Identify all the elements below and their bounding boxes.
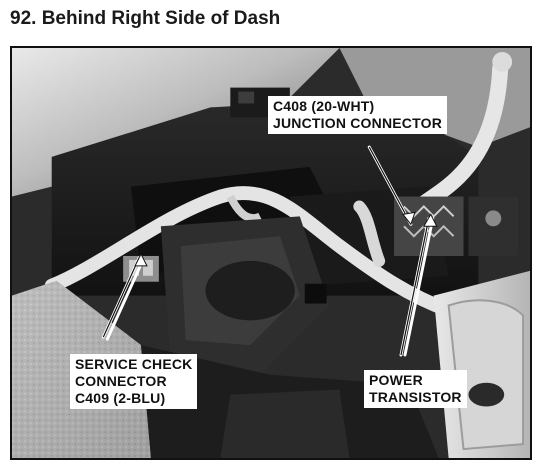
junction-connector-label: JUNCTION CONNECTOR [273, 115, 443, 131]
service-check-connector-callout: SERVICE CHECK CONNECTOR C409 (2-BLU) [70, 354, 198, 409]
service-check-label-1: SERVICE CHECK [75, 356, 193, 372]
dash-photo: C408 (20-WHT) JUNCTION CONNECTOR SERVICE… [10, 46, 532, 460]
power-transistor-label-2: TRANSISTOR [369, 389, 462, 405]
power-transistor-label-1: POWER [369, 372, 423, 388]
power-transistor-callout: POWER TRANSISTOR [364, 370, 467, 408]
service-check-label-2: CONNECTOR [75, 373, 167, 389]
service-check-code: C409 (2-BLU) [75, 390, 166, 406]
junction-connector-callout: C408 (20-WHT) JUNCTION CONNECTOR [268, 96, 448, 134]
junction-connector-code: C408 (20-WHT) [273, 98, 375, 114]
page-title: 92. Behind Right Side of Dash [10, 8, 281, 29]
